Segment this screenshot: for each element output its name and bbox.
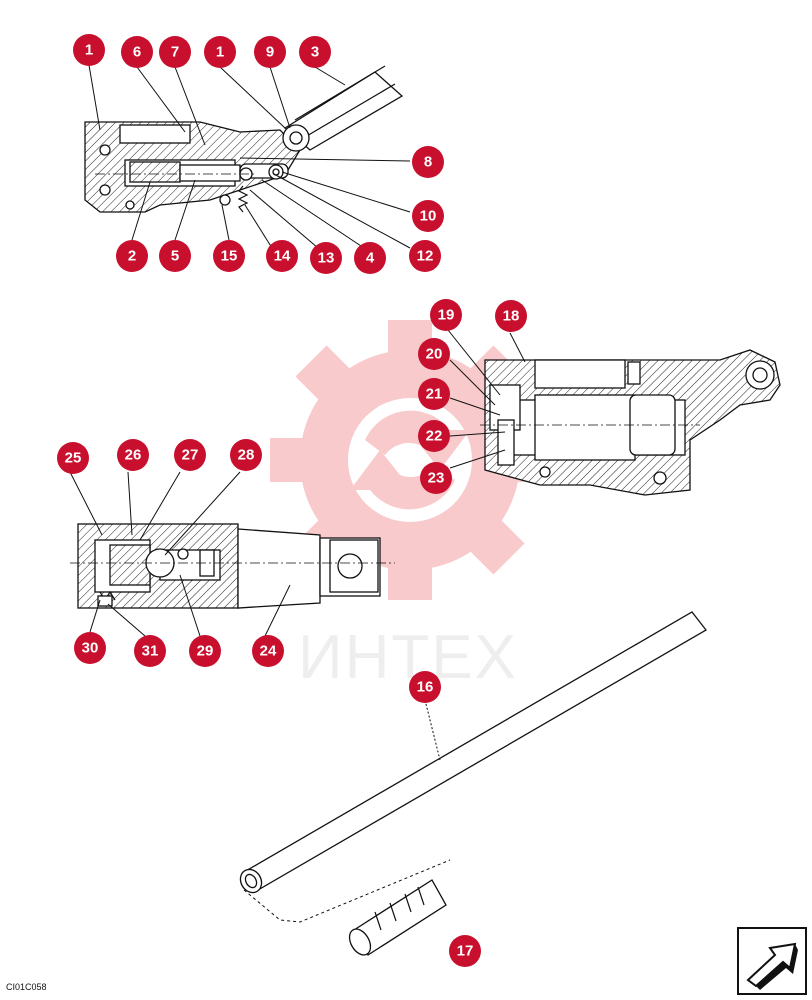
callout-17[interactable]: 17 [449, 935, 481, 967]
svg-text:23: 23 [428, 470, 445, 487]
callout-5[interactable]: 5 [159, 240, 191, 272]
callout-26[interactable]: 26 [117, 439, 149, 471]
callout-9[interactable]: 9 [254, 36, 286, 68]
svg-text:22: 22 [426, 428, 443, 445]
svg-text:10: 10 [420, 208, 437, 225]
callout-29[interactable]: 29 [189, 635, 221, 667]
svg-text:28: 28 [238, 447, 255, 464]
svg-text:17: 17 [457, 943, 474, 960]
callout-13[interactable]: 13 [310, 242, 342, 274]
svg-text:18: 18 [503, 308, 520, 325]
svg-text:31: 31 [142, 643, 159, 660]
handle-grip [348, 879, 447, 956]
svg-text:29: 29 [197, 643, 214, 660]
callout-25[interactable]: 25 [57, 442, 89, 474]
callout-15[interactable]: 15 [213, 240, 245, 272]
svg-text:6: 6 [133, 44, 141, 61]
next-page-arrow-icon[interactable] [737, 927, 807, 995]
svg-text:24: 24 [260, 643, 277, 660]
callout-1[interactable]: 1 [73, 34, 105, 66]
callout-14[interactable]: 14 [266, 240, 298, 272]
watermark-text: ИНТЕХ [298, 623, 518, 692]
svg-text:12: 12 [417, 248, 434, 265]
svg-text:5: 5 [171, 248, 179, 265]
svg-text:25: 25 [65, 450, 82, 467]
callout-7[interactable]: 7 [159, 36, 191, 68]
svg-text:13: 13 [318, 250, 335, 267]
callout-20[interactable]: 20 [418, 338, 450, 370]
callout-30[interactable]: 30 [74, 632, 106, 664]
callout-22[interactable]: 22 [418, 420, 450, 452]
callout-19[interactable]: 19 [430, 299, 462, 331]
callout-12[interactable]: 12 [409, 240, 441, 272]
handle-tube [239, 611, 707, 923]
callout-8[interactable]: 8 [412, 146, 444, 178]
svg-text:1: 1 [216, 44, 224, 61]
callout-31[interactable]: 31 [134, 635, 166, 667]
callout-27[interactable]: 27 [174, 439, 206, 471]
svg-text:20: 20 [426, 346, 443, 363]
callout-6[interactable]: 6 [121, 36, 153, 68]
callout-3[interactable]: 3 [299, 36, 331, 68]
leader-lines [69, 64, 526, 637]
pump-assembly-top [84, 65, 404, 213]
figure-code: CI01C058 [6, 982, 47, 992]
callout-18[interactable]: 18 [495, 300, 527, 332]
callout-16[interactable]: 16 [409, 671, 441, 703]
svg-text:9: 9 [266, 44, 274, 61]
callout-2[interactable]: 2 [116, 240, 148, 272]
svg-text:3: 3 [311, 44, 319, 61]
svg-text:14: 14 [274, 248, 291, 265]
svg-text:16: 16 [417, 679, 434, 696]
svg-text:21: 21 [426, 386, 443, 403]
svg-text:1: 1 [85, 42, 93, 59]
svg-text:2: 2 [128, 248, 136, 265]
svg-text:15: 15 [221, 248, 238, 265]
callout-1b[interactable]: 1 [204, 36, 236, 68]
valve-body-right [480, 349, 781, 496]
svg-text:19: 19 [438, 307, 455, 324]
svg-text:27: 27 [182, 447, 199, 464]
callouts: 1 6 7 1 9 3 8 10 2 5 15 14 13 4 12 19 18… [57, 34, 527, 967]
callout-23[interactable]: 23 [420, 462, 452, 494]
svg-text:26: 26 [125, 447, 142, 464]
svg-text:30: 30 [82, 640, 99, 657]
callout-10[interactable]: 10 [412, 200, 444, 232]
svg-text:4: 4 [366, 250, 375, 267]
callout-4[interactable]: 4 [354, 242, 386, 274]
svg-text:7: 7 [171, 44, 179, 61]
callout-21[interactable]: 21 [418, 378, 450, 410]
callout-28[interactable]: 28 [230, 439, 262, 471]
plunger-assembly-left [70, 523, 395, 609]
callout-24[interactable]: 24 [252, 635, 284, 667]
svg-text:8: 8 [424, 154, 432, 171]
